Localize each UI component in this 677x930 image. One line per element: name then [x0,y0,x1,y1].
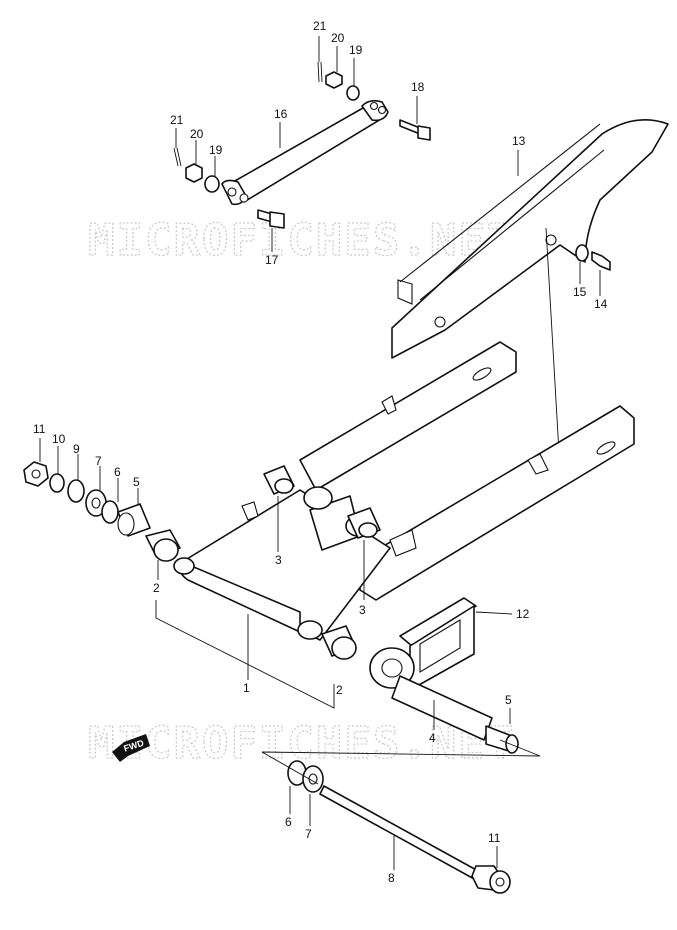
chain-buffer-12 [399,597,477,691]
assembly-line-washers [261,751,319,785]
washer-9 [67,479,85,503]
callout-20-top: 20 [331,31,345,45]
spacer-5-right [485,725,519,754]
callout-leaders [39,36,601,870]
washer-15 [575,244,589,262]
callout-13: 13 [512,134,526,148]
callout-20-left: 20 [190,127,204,141]
needle-bearing-2-rear [321,625,357,660]
watermark-bottom: MICROFICHES.NET [88,718,515,769]
cotter-pin-21-left [173,147,182,167]
washer-10 [49,473,65,493]
callout-3-lower: 3 [359,603,366,617]
nut-11-left [23,461,49,487]
callout-19-left: 19 [209,143,223,157]
callout-7-left: 7 [95,454,102,468]
callout-2-front: 2 [153,581,160,595]
bolt-18 [399,119,431,141]
callout-6-left: 6 [114,465,121,479]
bushing-3-lower [347,507,381,539]
callout-21-top: 21 [313,19,327,33]
spindle-4 [369,647,493,741]
guard-mount-leader [545,227,561,471]
callout-11-left: 11 [33,422,46,436]
needle-bearing-2-front [145,529,181,562]
callout-19-top: 19 [349,43,363,57]
callout-21-left: 21 [170,113,184,127]
callout-9: 9 [73,442,80,456]
callout-18: 18 [411,80,425,94]
callout-numbers: 21 20 19 18 16 21 20 19 17 13 15 14 11 1… [33,19,608,885]
callout-8: 8 [388,871,395,885]
assembly-line-bottom [261,739,541,757]
forward-arrow-icon: FWD [112,734,150,762]
watermark-top: MICROFICHES.NET [88,215,515,266]
callout-11-bottom: 11 [488,831,501,845]
ring-6-left [101,500,119,524]
cotter-pin-21-top [317,61,323,83]
callout-5-left: 5 [133,475,140,489]
callout-2-rear: 2 [336,683,343,697]
washer-19-top [346,85,360,101]
callout-17: 17 [265,253,279,267]
bolt-14 [591,251,611,271]
callout-3-upper: 3 [275,553,282,567]
castle-nut-20-top [325,71,343,89]
callout-12: 12 [516,607,530,621]
bushing-3-upper [263,465,295,495]
callout-10: 10 [52,432,66,446]
callout-14: 14 [594,297,608,311]
callout-7-bottom: 7 [305,827,312,841]
castle-nut-20-left [185,163,203,183]
callout-15: 15 [573,285,587,299]
pivot-bolt-8 [287,760,511,894]
washer-19-left [204,175,220,193]
callout-1: 1 [243,681,250,695]
bolt-17 [257,209,285,229]
swingarm-1 [173,341,635,641]
callout-5-right: 5 [505,693,512,707]
callout-16: 16 [274,107,288,121]
spacer-5-left [117,503,151,537]
torque-link-16 [221,99,389,206]
callout-6-bottom: 6 [285,815,292,829]
callout-4: 4 [429,731,436,745]
